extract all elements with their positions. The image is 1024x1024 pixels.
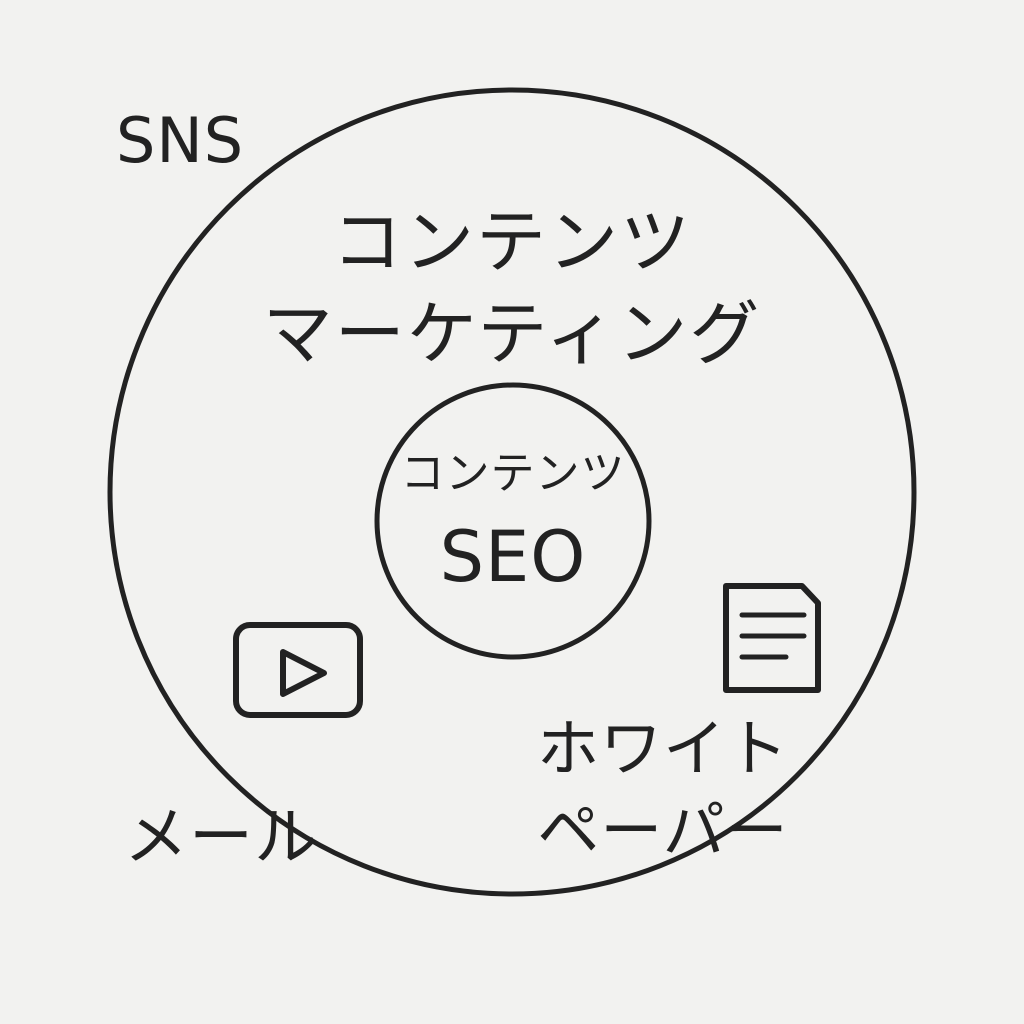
outer-circle bbox=[107, 87, 917, 897]
inner-title-line-1: コンテンツ bbox=[400, 448, 626, 499]
mail-label: メール bbox=[124, 801, 319, 875]
outer-title-line-1: コンテンツ bbox=[332, 201, 692, 283]
outer-circle-title: コンテンツ マーケティング bbox=[262, 196, 762, 380]
whitepaper-label: ホワイト ペーパー bbox=[528, 708, 798, 872]
whitepaper-label-line-1: ホワイト bbox=[536, 712, 789, 785]
outer-title-line-2: マーケティング bbox=[262, 293, 762, 375]
inner-circle bbox=[374, 382, 652, 660]
sns-label: SNS bbox=[116, 104, 245, 177]
whitepaper-label-line-2: ペーパー bbox=[537, 794, 789, 867]
document-icon bbox=[723, 583, 821, 693]
inner-title-line-2: SEO bbox=[439, 516, 587, 598]
play-button-icon bbox=[233, 622, 363, 718]
